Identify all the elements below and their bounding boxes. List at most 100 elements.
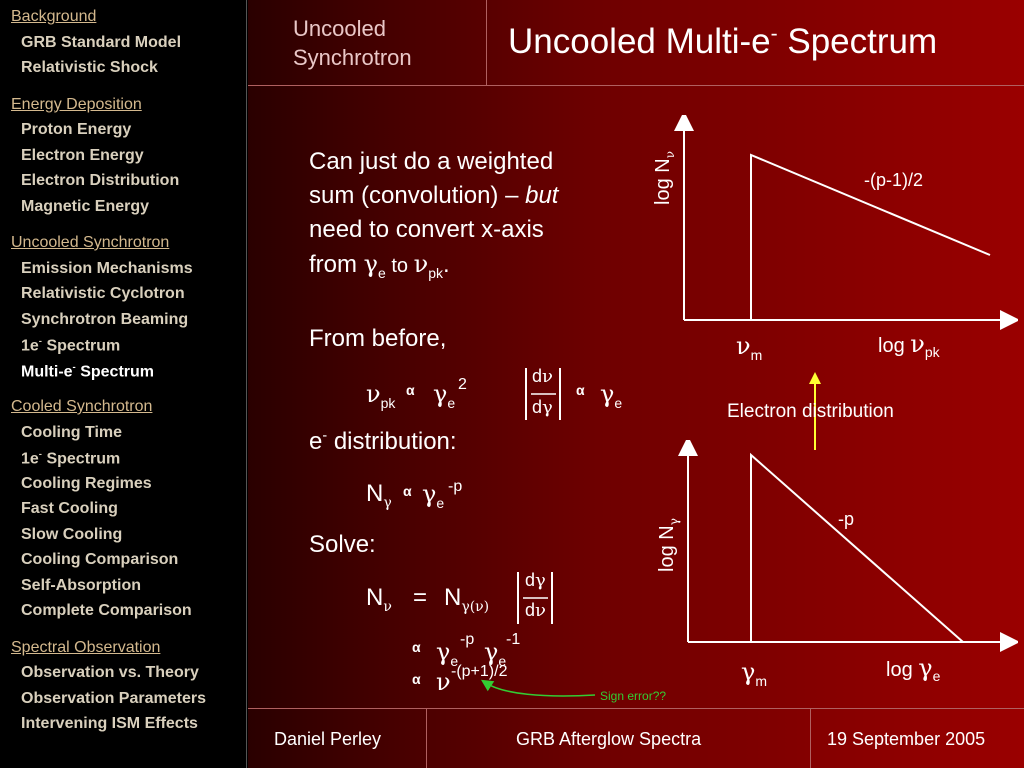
eq5-sup-exp: -(p+1)/2 [451,663,508,680]
sidebar-item-electron-distribution[interactable]: Electron Distribution [21,172,179,190]
graph-bottom-ylabel-text: log N [656,525,678,572]
intro-to: to [385,255,414,277]
section-label-line1: Uncooled [293,16,386,41]
eq2-sub-e: e [436,494,445,511]
eq2-gamma: γ [422,480,437,508]
graph-top-sub-m: m [750,346,763,363]
sidebar-item-observation-parameters[interactable]: Observation Parameters [21,690,206,708]
eq1-abs-fraction [525,368,561,420]
graph-bottom-slope-label: -p [838,509,855,529]
sidebar-item-label: Cooling Comparison [21,551,179,568]
graph-top-slope-label: -(p-1)/2 [864,170,924,190]
intro-line-3: need to convert x-axis [309,216,544,243]
graph-top-xlabel-nu: ν [910,330,925,358]
sidebar-item-fast-cooling[interactable]: Fast Cooling [21,500,118,518]
sidebar-section-spectral-observation[interactable]: Spectral Observation [11,638,161,656]
sidebar-section-background[interactable]: Background [11,8,97,25]
sidebar-item-emission-mechanisms[interactable]: Emission Mechanisms [21,260,193,278]
eq1-num-d: d [532,366,543,386]
sidebar-item-electron-energy[interactable]: Electron Energy [21,147,144,165]
sidebar-item-label: Multi-e [21,362,73,380]
eq1-numerator: dν [532,366,553,387]
graph-bottom-sub-m: m [755,672,768,689]
sidebar-item-cooling-time[interactable]: Cooling Time [21,424,122,442]
sidebar-item-multi-e-spectrum[interactable]: Multi-e- Spectrum [21,362,154,381]
graph-bottom [678,440,1018,652]
sidebar-item-slow-cooling[interactable]: Slow Cooling [21,526,122,544]
sidebar-item-1e-spectrum[interactable]: 1e- Spectrum [21,449,120,468]
footer-author: Daniel Perley [274,729,382,749]
intro-line-4: from γe to νpk. [309,247,558,290]
eq3-N: N [366,584,384,611]
sidebar-item-label-suffix: Spectrum [42,337,121,355]
eq3-sub-nu: ν [383,598,392,615]
graph-top-ylabel: log Nν [652,151,677,205]
sidebar-item-grb-standard-model[interactable]: GRB Standard Model [21,34,181,52]
sidebar-section-uncooled-synchrotron[interactable]: Uncooled Synchrotron [11,234,170,251]
eq3-equals: = [413,584,428,611]
eq2-gamma-e: γe [422,480,444,511]
eq1-nu: ν [366,380,381,408]
sidebar-item-label: Electron Distribution [21,172,180,189]
equation-nu-pk: νpk [366,380,395,411]
sidebar-item-label: Observation vs. Theory [21,664,199,681]
sidebar-item-label-suffix: Spectrum [42,450,121,468]
sidebar-item-complete-comparison[interactable]: Complete Comparison [21,602,192,620]
eq3-abs-fraction [517,572,553,624]
sidebar-item-cooling-regimes[interactable]: Cooling Regimes [21,475,152,493]
eq3-num-gamma: γ [535,570,546,591]
sidebar-item-cooling-comparison[interactable]: Cooling Comparison [21,551,178,569]
sidebar-item-label: Slow Cooling [21,525,123,543]
eq2-sup-minus-p: -p [448,478,463,495]
slide-title-text: Uncooled Multi-e [508,22,771,61]
graph-top-ylabel-text: log N [652,158,674,205]
sidebar-item-magnetic-energy[interactable]: Magnetic Energy [21,198,149,216]
sidebar-item-label: Relativistic Shock [21,59,158,76]
graph-bottom-xlabel: log γe [886,654,940,684]
sidebar-item-label: Complete Comparison [21,602,192,619]
sidebar-item-observation-vs-theory[interactable]: Observation vs. Theory [21,664,199,682]
electron-distribution-label: Electron distribution [727,401,894,422]
eq2-propto: α [403,483,412,499]
eq1-sup-2: 2 [458,376,467,393]
sidebar-item-relativistic-cyclotron[interactable]: Relativistic Cyclotron [21,285,185,303]
eq2-N-gamma: Nγ [366,480,392,511]
graph-top-curve [750,153,991,320]
sidebar-item-label: GRB Standard Model [21,33,182,51]
sidebar-item-label: Magnetic Energy [21,197,150,215]
sidebar-item-label: Intervening ISM Effects [21,715,198,732]
sidebar-item-proton-energy[interactable]: Proton Energy [21,121,131,139]
eq1-sub-e: e [447,394,456,411]
sidebar-section-energy-deposition[interactable]: Energy Deposition [11,95,142,113]
sidebar-item-intervening-ism-effects[interactable]: Intervening ISM Effects [21,715,198,733]
graph-top [674,115,1018,330]
graph-top-xlabel-text: log [878,335,911,357]
eq1-sub-pk: pk [380,394,396,411]
sidebar-item-label: Cooling Time [21,423,123,441]
footer-title: GRB Afterglow Spectra [516,729,702,749]
header-rule [248,85,1024,86]
eq3-N-nu: Nν [366,584,392,615]
intro-line-2a: sum (convolution) – [309,182,526,209]
sidebar-item-1e-spectrum[interactable]: 1e- Spectrum [21,336,120,355]
eq3-num-d: d [525,570,536,590]
sign-error-label: Sign error?? [600,689,667,703]
intro-line-2: sum (convolution) – but [309,179,558,213]
eq4-sub-e1: e [450,652,459,669]
sidebar-item-relativistic-shock[interactable]: Relativistic Shock [21,59,158,77]
graph-bottom-ylabel-sub: γ [667,518,681,526]
sidebar-section-cooled-synchrotron[interactable]: Cooled Synchrotron [11,398,153,415]
electron-distribution-arrow [809,372,821,450]
sidebar-item-synchrotron-beaming[interactable]: Synchrotron Beaming [21,311,188,329]
sidebar-item-label: Electron Energy [21,146,144,164]
footer-divider-1 [426,708,427,768]
footer-date: 19 September 2005 [827,729,986,749]
eq1-den-gamma: γ [542,397,553,418]
intro-period: . [443,251,450,278]
eq4-gamma-e-1: γe [436,638,458,669]
graph-bottom-ylabel: log Nγ [656,518,681,572]
sidebar-item-sup: - [72,361,76,373]
intro-from: from [309,251,364,278]
sidebar-item-self-absorption[interactable]: Self-Absorption [21,577,141,595]
